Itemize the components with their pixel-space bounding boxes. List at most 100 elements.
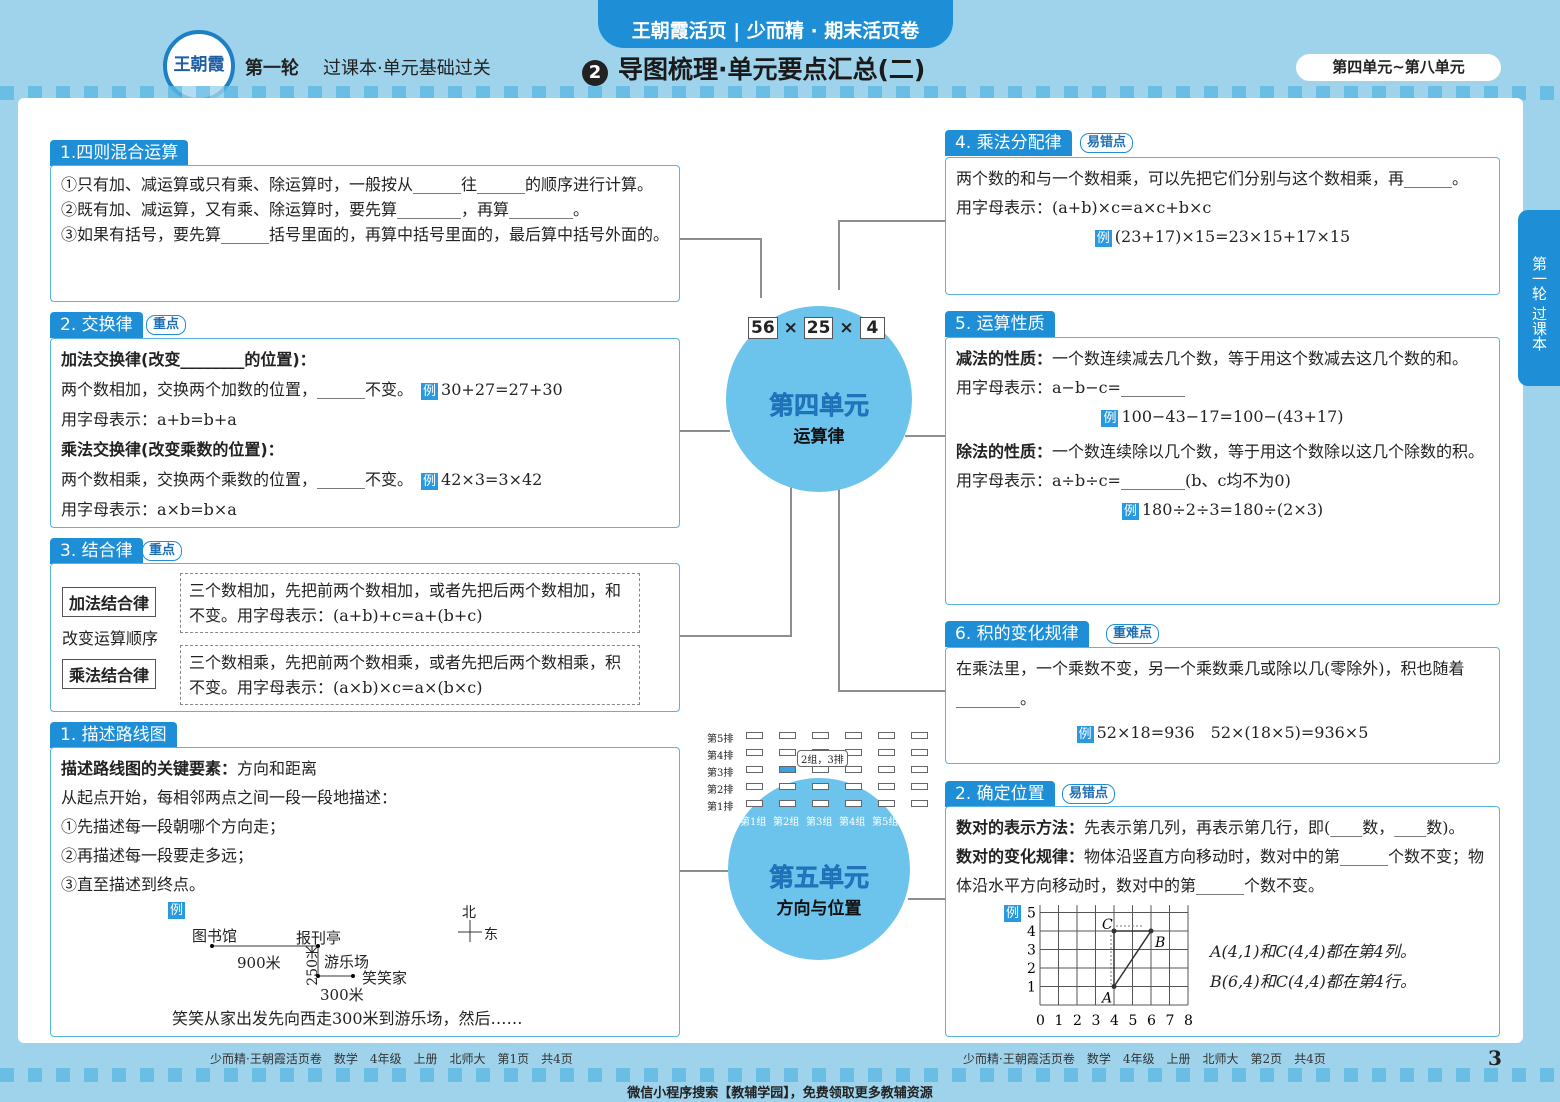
seat [878,800,895,807]
series-banner: 王朝霞活页 | 少而精 · 期末活页卷 [598,0,953,48]
seat [812,783,829,790]
example-icon: 例 [421,383,439,400]
key-elements: 描述路线图的关键要素：方向和距离 [61,759,318,778]
seat [812,766,829,773]
error-prone-badge: 易错点 [1062,784,1116,804]
mul-assoc-text: 三个数相乘，先把前两个数相乘，或者先把后两个数相乘，积不变。用字母表示：(a×b… [180,645,640,705]
map-home: 笑笑家 [362,969,408,987]
example-icon: 例 [421,473,439,490]
group-label: 第4组 [839,817,866,828]
example-icon: 例 [1004,905,1022,922]
step-line: ①先描述每一段朝哪个方向走； [61,817,286,836]
footer-right: 少而精·王朝霞活页卷 数学 4年级 上册 北师大 第2页 共4页 [963,1052,1326,1066]
y-tick: 1 [1027,980,1036,996]
step-line: ②再描述每一段要走多远； [61,846,254,865]
footer-left: 少而精·王朝霞活页卷 数学 4年级 上册 北师大 第1页 共4页 [210,1052,573,1066]
law-line: 用字母表示：a+b=b+a [61,410,237,429]
section-tab-product-change: 6. 积的变化规律 [945,621,1089,647]
seat [878,732,895,739]
seat [911,800,928,807]
seat [746,800,763,807]
y-tick: 5 [1027,906,1036,922]
seat [746,766,763,773]
rule-line: ②既有加、减运算，又有乘、除运算时，要先算________，再算________… [61,200,590,219]
seat [746,732,763,739]
seat [911,732,928,739]
change-order-label: 改变运算顺序 [62,629,159,648]
section-position: 数对的表示方法：先表示第几列，再表示第几行，即(____数，____数)。 数对… [945,806,1500,1037]
section-tab-commutative: 2. 交换律 [50,312,143,338]
seat [779,732,796,739]
row-label: 第3排 [707,768,734,779]
seat [779,749,796,756]
seat [911,749,928,756]
section-route: 描述路线图的关键要素：方向和距离 从起点开始，每相邻两点之间一段一段地描述： ①… [50,747,680,1037]
pair-notation: 数对的表示方法：先表示第几列，再表示第几行，即(____数，____数)。 [956,818,1465,837]
law-line: 用字母表示：a÷b÷c=________(b、c均不为0) [956,471,1291,490]
x-tick: 4 [1110,1013,1119,1029]
unit5-title: 第五单元 [768,863,870,893]
route-map [210,920,482,978]
unit4-subtitle: 运算律 [793,427,845,447]
round-subtitle: 过课本·单元基础过关 [323,58,491,79]
seat [878,783,895,790]
section-commutative: 加法交换律(改变________的位置)： 两个数相加，交换两个加数的位置，__… [50,338,680,528]
unit4-title: 第四单元 [768,391,870,421]
point-label: A [1100,991,1112,1007]
section-tab-properties: 5. 运算性质 [945,311,1055,337]
section-tab-position: 2. 确定位置 [945,781,1055,807]
add-assoc-label: 加法结合律 [62,587,157,617]
group-label: 第3组 [806,817,833,828]
map-distance-900: 900米 [237,954,281,972]
seat [878,749,895,756]
row-label: 第1排 [707,802,734,813]
mul-assoc-label: 乘法结合律 [62,659,157,689]
law-line: 用字母表示：a×b=b×a [61,500,237,519]
seat [779,766,796,773]
page-number: 3 [1488,1046,1502,1070]
unit5-subtitle: 方向与位置 [776,899,862,919]
map-distance-300: 300米 [320,986,364,1004]
seat [746,783,763,790]
title-number: 2 [582,60,608,86]
x-tick: 5 [1129,1013,1138,1029]
pair-change: 数对的变化规律：物体沿竖直方向移动时，数对中的第______个数不变；物体沿水平… [956,847,1485,895]
seat [779,783,796,790]
group-label: 第2组 [773,817,800,828]
example-icon: 例 [168,902,186,919]
point-label: C [1102,917,1113,933]
section-distributive: 两个数的和与一个数相乘，可以先把它们分别与这个数相乘，再______。 用字母表… [945,157,1500,295]
error-prone-badge: 易错点 [1080,133,1134,153]
div-property: 除法的性质：一个数连续除以几个数，等于用这个数除以这几个除数的积。 [956,442,1485,461]
group-label: 第1组 [740,817,767,828]
x-tick: 8 [1184,1013,1193,1029]
seat [779,800,796,807]
sub-property: 减法的性质：一个数连续减去几个数，等于用这个数减去这几个数的和。 [956,349,1469,368]
add-assoc-text: 三个数相加，先把前两个数相加，或者先把后两个数相加，和不变。用字母表示：(a+b… [180,573,640,633]
y-tick: 4 [1027,924,1036,940]
section-tab-route: 1. 描述路线图 [50,722,177,748]
law-line: 两个数的和与一个数相乘，可以先把它们分别与这个数相乘，再______。 [956,169,1469,188]
rule-line: ③如果有括号，要先算______括号里面的，再算中括号里面的，最后算中括号外面的… [61,225,670,244]
promo-text: 微信小程序搜索【教辅学园】，免费领取更多教辅资源 [627,1086,933,1101]
y-tick: 2 [1027,961,1036,977]
side-tab[interactable]: 第一轮 过课本 [1518,210,1560,386]
x-tick: 0 [1036,1013,1045,1029]
group-label: 第5组 [872,817,899,828]
law-line: 用字母表示：a−b−c=________ [956,378,1185,397]
point-B [1148,928,1154,934]
seat [845,783,862,790]
unit5-circle: 第五单元 方向与位置 [728,778,910,960]
law-line: 用字母表示：(a+b)×c=a×c+b×c [956,198,1212,217]
section-properties: 减法的性质：一个数连续减去几个数，等于用这个数减去这几个数的和。 用字母表示：a… [945,337,1500,605]
map-distance-250: 250米 [305,945,321,986]
point-A [1111,984,1117,989]
row-label: 第2排 [707,785,734,796]
section-tab-mixed-operations: 1.四则混合运算 [50,140,189,166]
seat [845,732,862,739]
y-tick: 3 [1027,943,1036,959]
section-product-change: 在乘法里，一个乘数不变，另一个乘数乘几或除以几(零除外)，积也随着_______… [945,647,1500,764]
